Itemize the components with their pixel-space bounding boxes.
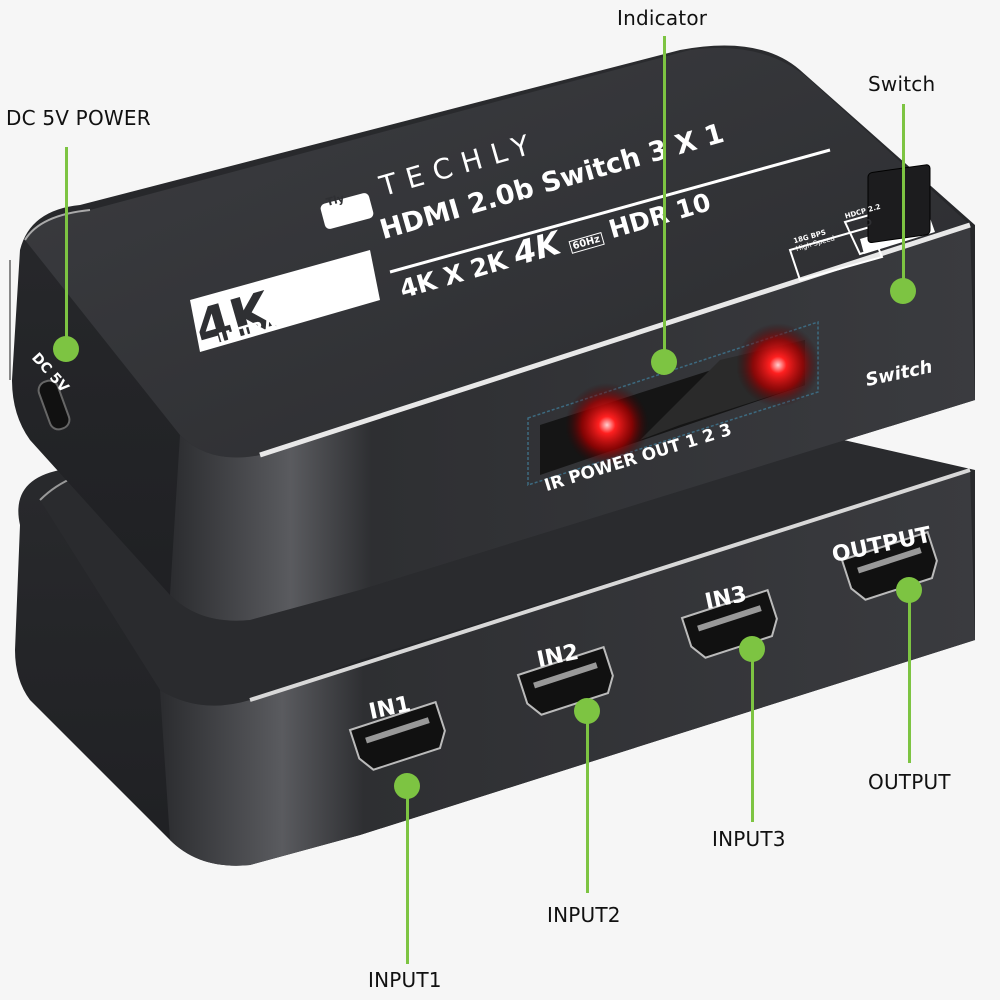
callout-dot-dc-power — [53, 336, 79, 362]
upper-unit — [9, 45, 975, 621]
callout-indicator: Indicator — [617, 6, 708, 30]
callout-line-switch — [902, 104, 905, 290]
callout-input2: INPUT2 — [547, 903, 621, 927]
callout-line-input3 — [751, 649, 754, 822]
callout-input3: INPUT3 — [712, 827, 786, 851]
dc-power-port — [37, 379, 71, 431]
led-power — [565, 383, 649, 467]
callout-dc-power: DC 5V POWER — [6, 106, 151, 130]
switch-button — [867, 164, 931, 243]
callout-input1: INPUT1 — [368, 968, 442, 992]
callout-switch: Switch — [868, 72, 936, 96]
callout-dot-indicator — [651, 349, 677, 375]
led-active — [736, 323, 820, 407]
callout-output: OUTPUT — [868, 770, 951, 794]
callout-line-output — [908, 590, 911, 763]
callout-line-input2 — [586, 711, 589, 893]
callout-line-indicator — [663, 36, 666, 360]
callout-line-dc-power — [65, 147, 68, 347]
callout-line-input1 — [406, 786, 409, 964]
callout-dot-switch — [890, 278, 916, 304]
